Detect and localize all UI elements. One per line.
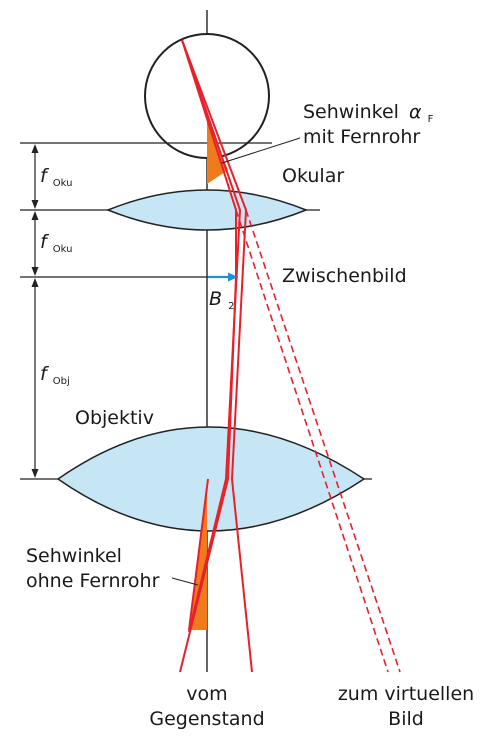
label-okular: Okular bbox=[282, 165, 344, 187]
sehwinkel-fernrohr-leader bbox=[221, 137, 301, 164]
light-rays bbox=[179, 39, 253, 673]
label-vom: vom bbox=[186, 683, 227, 705]
dim-arrowhead bbox=[31, 200, 39, 209]
label-gegenstand: Gegenstand bbox=[149, 708, 264, 730]
label-sehwinkel-ohne-1: Sehwinkel bbox=[26, 545, 122, 567]
dim-arrowhead bbox=[31, 267, 39, 276]
label-objektiv: Objektiv bbox=[75, 407, 154, 429]
label-bild: Bild bbox=[388, 708, 424, 730]
dim-arrowhead bbox=[31, 144, 39, 153]
ray-2 bbox=[181, 39, 253, 673]
b2-arrowhead bbox=[228, 272, 238, 282]
objektiv-lens bbox=[56, 426, 366, 532]
ray-3 bbox=[181, 39, 242, 633]
dim-arrowhead bbox=[31, 278, 39, 287]
label-sehwinkel-fernrohr-2: mit Fernrohr bbox=[303, 126, 420, 148]
virtual-ray-2 bbox=[245, 209, 401, 673]
label-b2: B 2 bbox=[209, 288, 234, 312]
label-sehwinkel-ohne-2: ohne Fernrohr bbox=[26, 570, 160, 592]
virtual-ray-1 bbox=[235, 209, 389, 673]
dim-arrowhead bbox=[31, 469, 39, 478]
label-f-obj: f Obj bbox=[40, 363, 70, 387]
label-f-oku-2: f Oku bbox=[40, 231, 72, 255]
label-zwischenbild: Zwischenbild bbox=[282, 265, 407, 287]
label-f-oku-1: f Oku bbox=[40, 165, 72, 189]
ray-4 bbox=[188, 478, 209, 631]
virtual-rays bbox=[235, 209, 401, 673]
dim-arrowhead bbox=[31, 211, 39, 220]
sehwinkel-ohne-leader bbox=[171, 577, 199, 586]
okular-lens bbox=[105, 189, 309, 231]
label-zum-virtuellen: zum virtuellen bbox=[338, 683, 474, 705]
label-sehwinkel-fernrohr-1: Sehwinkel α F bbox=[303, 101, 434, 125]
